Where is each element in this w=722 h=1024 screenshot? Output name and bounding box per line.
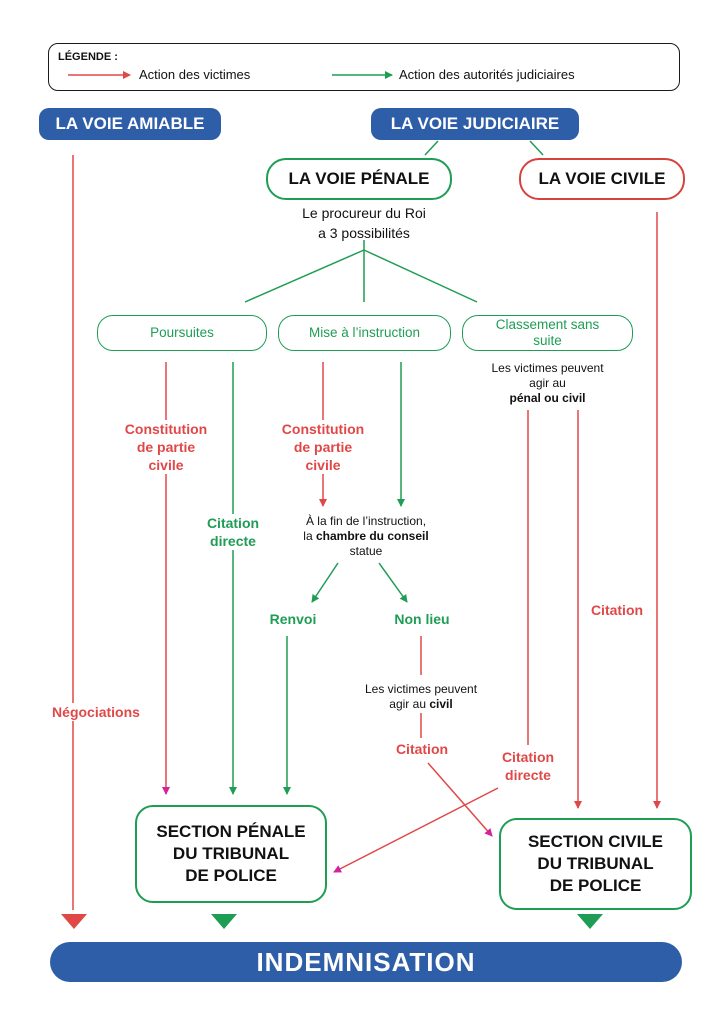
label-citation-directe-classement-line-1: Citation: [501, 749, 555, 765]
note-classement-line-3: pénal ou civil: [509, 391, 586, 405]
label-citation-directe-poursuites-line-1: Citation: [206, 515, 260, 531]
note-chambre-line-2a: la: [303, 529, 316, 543]
label-citation-non-lieu: Citation: [386, 740, 458, 758]
voie-amiable-node: LA VOIE AMIABLE: [39, 108, 221, 140]
section-civile-line-2: DU TRIBUNAL: [537, 854, 654, 873]
note-chambre-line-2b: chambre du conseil: [315, 529, 429, 543]
edge-citation-section-civile: [427, 762, 493, 837]
edge-fan-left: [244, 249, 365, 303]
voie-judiciaire-node: LA VOIE JUDICIAIRE: [371, 108, 579, 140]
section-penale-tribunal: SECTION PÉNALE DU TRIBUNAL DE POLICE: [135, 805, 327, 903]
procureur-text: Le procureur du Roi a 3 possibilités: [250, 203, 478, 243]
section-penale-line-1: SECTION PÉNALE: [156, 822, 306, 841]
label-constitution-instruction: Constitution de partie civile: [263, 420, 383, 474]
section-penale-line-3: DE POLICE: [185, 866, 277, 885]
label-constitution-poursuites-line-1: Constitution: [124, 421, 208, 437]
edge-judiciaire-penale: [424, 140, 439, 156]
label-constitution-poursuites-line-3: civile: [148, 457, 184, 473]
section-penale-line-2: DU TRIBUNAL: [172, 844, 290, 863]
edge-citation-directe-section-penale: [333, 787, 499, 873]
label-citation-directe-classement-line-2: directe: [505, 767, 551, 783]
note-non-lieu-line-2a: agir au: [389, 697, 430, 711]
note-chambre-line-3: statue: [349, 544, 383, 558]
voie-civile-node: LA VOIE CIVILE: [519, 158, 685, 200]
edge-fan-right: [363, 249, 478, 303]
label-constitution-poursuites: Constitution de partie civile: [106, 420, 226, 474]
edge-chambre-non-lieu: [378, 562, 408, 603]
label-non-lieu: Non lieu: [394, 611, 450, 627]
triangle-civile: [577, 914, 603, 929]
label-citation-directe-poursuites: Citation directe: [193, 514, 273, 550]
label-constitution-instruction-line-3: civile: [305, 457, 341, 473]
label-constitution-poursuites-line-2: de partie: [136, 439, 196, 455]
section-civile-tribunal: SECTION CIVILE DU TRIBUNAL DE POLICE: [499, 818, 692, 910]
note-non-lieu-line-2: agir au civil: [346, 697, 496, 712]
label-constitution-instruction-line-1: Constitution: [281, 421, 365, 437]
note-classement-line-2: agir au: [529, 376, 566, 390]
note-chambre-du-conseil: À la fin de l’instruction, la chambre du…: [281, 514, 451, 559]
edge-chambre-renvoi: [311, 562, 339, 603]
option-poursuites: Poursuites: [97, 315, 267, 351]
note-chambre-line-1: À la fin de l’instruction,: [305, 514, 427, 528]
label-citation-civile-voie: Citation: [582, 601, 652, 619]
note-non-lieu-line-2b: civil: [429, 697, 453, 711]
note-classement-line-1: Les victimes peuvent: [491, 361, 604, 375]
section-civile-line-3: DE POLICE: [549, 876, 642, 895]
procureur-line-2: a 3 possibilités: [318, 225, 410, 241]
label-renvoi: Renvoi: [269, 611, 317, 627]
section-civile-line-1: SECTION CIVILE: [527, 832, 664, 851]
procureur-line-1: Le procureur du Roi: [302, 205, 426, 221]
indemnisation-bar: INDEMNISATION: [50, 942, 682, 982]
legend-authorities-label: Action des autorités judiciaires: [399, 67, 575, 82]
option-mise-a-instruction: Mise à l’instruction: [278, 315, 451, 351]
triangle-amiable: [61, 914, 87, 929]
note-non-lieu-line-1: Les victimes peuvent: [364, 682, 478, 696]
legend-box: [48, 43, 680, 91]
legend-victims-label: Action des victimes: [139, 67, 251, 82]
note-chambre-line-2: la chambre du conseil: [281, 529, 451, 544]
triangle-penale: [211, 914, 237, 929]
label-citation-directe-classement: Citation directe: [488, 748, 568, 784]
voie-penale-node: LA VOIE PÉNALE: [266, 158, 452, 200]
label-citation-directe-poursuites-line-2: directe: [210, 533, 256, 549]
legend-title: LÉGENDE :: [58, 51, 118, 63]
label-constitution-instruction-line-2: de partie: [293, 439, 353, 455]
note-classement: Les victimes peuvent agir au pénal ou ci…: [465, 361, 630, 406]
note-non-lieu: Les victimes peuvent agir au civil: [346, 682, 496, 712]
edge-judiciaire-civile: [529, 140, 544, 156]
option-classement-sans-suite: Classement sans suite: [462, 315, 633, 351]
label-negociations: Négociations: [34, 703, 158, 721]
